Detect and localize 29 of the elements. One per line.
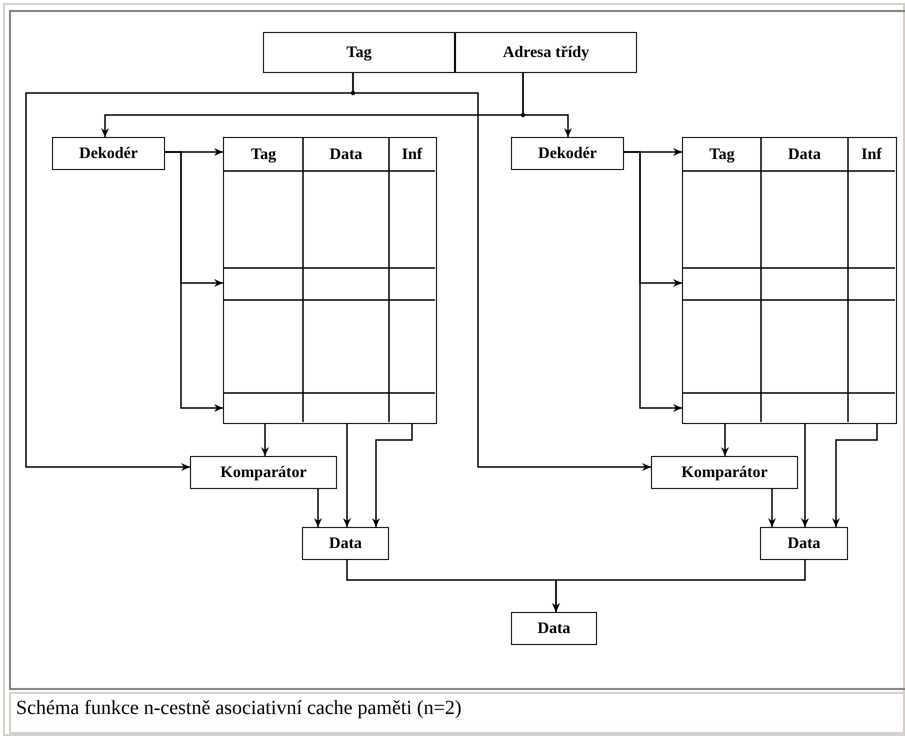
arrow: [522, 73, 572, 137]
block-box: Data: [511, 612, 597, 645]
block-box: Komparátor: [190, 456, 337, 489]
column-header: Data: [328, 144, 364, 164]
arrow: [552, 560, 806, 612]
arrow: [261, 424, 269, 456]
arrow: [343, 424, 351, 527]
arrow: [801, 424, 809, 527]
column-header: Inf: [400, 144, 424, 164]
arrow: [372, 424, 413, 527]
arrow: [768, 489, 776, 527]
block-box: Dekodér: [511, 137, 624, 170]
arrow: [832, 424, 878, 527]
block-box: Tag: [263, 32, 455, 73]
block-box: Komparátor: [651, 456, 798, 489]
block-box: Data: [760, 527, 848, 560]
arrow: [721, 424, 729, 456]
arrow: [165, 151, 223, 412]
column-header: Inf: [860, 144, 883, 164]
arrow: [352, 73, 651, 471]
arrow: [624, 151, 682, 412]
block-box: Data: [302, 527, 389, 560]
block-box: Adresa třídy: [455, 32, 637, 73]
caption: Schéma funkce n-cestně asociativní cache paměti (n=2): [16, 697, 462, 720]
column-header: Data: [787, 144, 822, 164]
column-header: Tag: [708, 144, 736, 164]
block-box: Dekodér: [52, 137, 165, 170]
column-header: Tag: [250, 144, 278, 164]
arrow: [314, 489, 322, 527]
